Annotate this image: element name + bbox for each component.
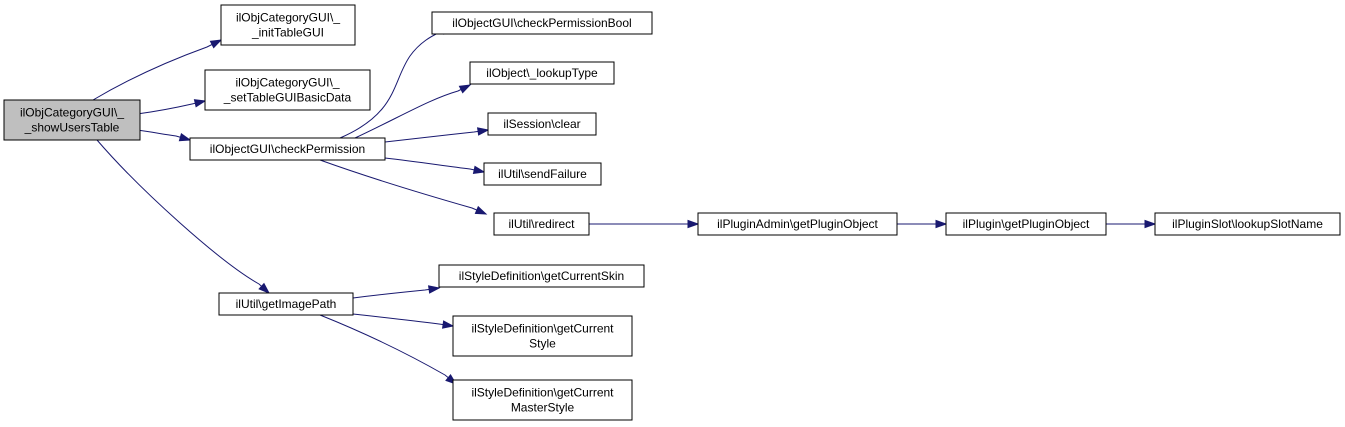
node-label: Style [529,337,556,351]
nodes-layer: ilObjCategoryGUI\__showUsersTableilObjCa… [3,4,1341,421]
node-checkperm[interactable]: ilObjectGUI\checkPermission [189,137,386,161]
node-label: ilStyleDefinition\getCurrent [471,322,614,336]
edge-checkperm-to-sendfail [384,157,486,175]
edge-line [352,313,454,327]
node-box [220,4,356,46]
node-box [1154,212,1341,236]
node-label: ilObjectGUI\checkPermission [210,142,365,156]
node-label: ilObjCategoryGUI\_ [236,11,340,25]
node-box [697,212,898,236]
node-init[interactable]: ilObjCategoryGUI\__initTableGUI [220,4,356,46]
edge-root-to-setbasic [136,99,207,115]
node-label: MasterStyle [511,401,575,415]
edge-line [136,129,191,141]
node-redirect[interactable]: ilUtil\redirect [493,212,590,236]
node-getimg[interactable]: ilUtil\getImagePath [218,292,354,316]
node-label: _showUsersTable [24,121,120,135]
node-label: ilPlugin\getPluginObject [963,217,1090,231]
arrowhead-icon [427,285,441,294]
node-label: ilObject\_lookupType [486,66,598,80]
arrowhead-icon [1144,219,1157,229]
edge-root-to-init [92,39,223,101]
arrowhead-icon [935,219,948,229]
edge-line [384,157,485,173]
arrowhead-icon [458,84,472,94]
node-box [452,379,633,421]
node-label: _initTableGUI [251,26,324,40]
node-label: ilUtil\getImagePath [236,297,337,311]
node-curskin[interactable]: ilStyleDefinition\getCurrentSkin [438,264,645,288]
edge-line [319,314,457,385]
edge-line [339,25,452,139]
node-label: ilSession\clear [503,117,580,131]
edge-line [354,84,471,139]
node-lookup[interactable]: ilObject\_lookupType [469,61,615,85]
node-label: ilPluginAdmin\getPluginObject [717,217,878,231]
edge-checkperm-to-clear [384,127,490,143]
edge-checkperm-to-redirect [319,159,488,215]
arrowhead-icon [687,219,700,229]
node-p_getpo[interactable]: ilPlugin\getPluginObject [945,212,1107,236]
node-label: ilStyleDefinition\getCurrentSkin [459,269,624,283]
node-label: ilObjCategoryGUI\_ [235,76,339,90]
node-setbasic[interactable]: ilObjCategoryGUI\__setTableGUIBasicData [204,69,371,111]
edge-line [96,139,270,294]
node-box [438,264,645,288]
node-box [452,315,633,357]
node-box [945,212,1107,236]
edge-getimg-to-curmaster [319,314,458,385]
node-root[interactable]: ilObjCategoryGUI\__showUsersTable [3,99,141,141]
node-label: ilUtil\redirect [508,217,575,231]
node-label: _setTableGUIBasicData [223,91,352,105]
node-label: ilUtil\sendFailure [498,167,587,181]
node-permbool[interactable]: ilObjectGUI\checkPermissionBool [431,11,653,35]
node-slotname[interactable]: ilPluginSlot\lookupSlotName [1154,212,1341,236]
edge-line [136,100,206,115]
node-box [189,137,386,161]
node-box [218,292,354,316]
arrowhead-icon [472,165,486,175]
edge-getimg-to-curstyle [352,313,455,329]
node-label: ilPluginSlot\lookupSlotName [1172,217,1323,231]
node-box [483,162,602,186]
node-sendfail[interactable]: ilUtil\sendFailure [483,162,602,186]
arrowhead-icon [441,320,455,329]
edge-p_getpo-to-slotname [1106,219,1157,229]
node-box [469,61,615,85]
edge-redirect-to-pa_getpo [589,219,700,229]
edge-pa_getpo-to-p_getpo [897,219,948,229]
node-label: ilObjectGUI\checkPermissionBool [452,16,631,30]
node-pa_getpo[interactable]: ilPluginAdmin\getPluginObject [697,212,898,236]
node-box [204,69,371,111]
arrowhead-icon [193,99,207,108]
node-box [493,212,590,236]
edge-getimg-to-curskin [352,285,441,299]
edge-line [92,39,222,101]
arrowhead-icon [258,282,271,294]
node-label: ilObjCategoryGUI\_ [20,106,124,120]
node-label: ilStyleDefinition\getCurrent [471,386,614,400]
edge-checkperm-to-lookup [354,84,472,139]
arrowhead-icon [474,205,488,215]
edge-line [352,287,440,299]
arrowhead-icon [209,39,223,49]
edge-root-to-checkperm [136,129,192,142]
node-box [487,112,597,136]
node-clear[interactable]: ilSession\clear [487,112,597,136]
arrowhead-icon [178,132,192,142]
edge-line [319,159,487,215]
edge-line [384,129,489,143]
edge-root-to-getimg [96,139,271,294]
node-box [431,11,653,35]
node-box [3,99,141,141]
arrowhead-icon [476,127,490,136]
